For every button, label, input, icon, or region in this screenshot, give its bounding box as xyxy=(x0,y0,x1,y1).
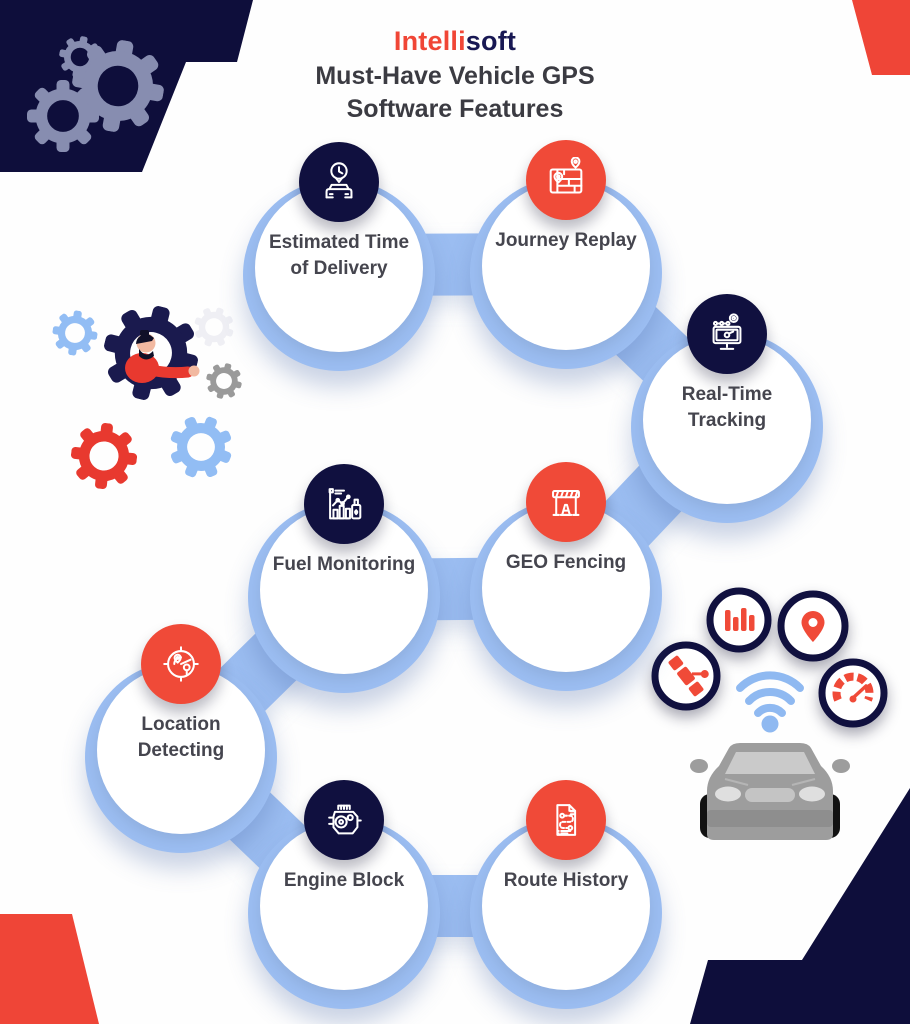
node-label: Engine Block xyxy=(283,870,405,891)
connected-icons xyxy=(651,587,888,733)
speedometer-icon xyxy=(818,658,888,728)
tracking-monitor-icon xyxy=(687,294,767,374)
journey-map-icon xyxy=(526,140,606,220)
node-label: Fuel Monitoring xyxy=(272,554,416,575)
node-label: GEO Fencing xyxy=(505,552,627,573)
node-label: Estimated Time of Delivery xyxy=(268,232,410,279)
fuel-chart-pump-icon xyxy=(304,464,384,544)
satellite-icon xyxy=(651,641,721,711)
logo-part-red: Intelli xyxy=(393,26,466,56)
logo-part-navy: soft xyxy=(465,26,517,56)
person-in-gear-illustration xyxy=(50,295,246,492)
route-document-icon xyxy=(526,780,606,860)
person-figure xyxy=(125,330,200,383)
eta-clock-car-icon xyxy=(299,142,379,222)
wifi-icon xyxy=(736,671,804,733)
node-label: Location Detecting xyxy=(137,714,225,761)
car-illustration xyxy=(690,743,850,840)
radar-location-icon xyxy=(141,624,221,704)
node-label: Real-Time Tracking xyxy=(681,384,773,431)
location-pin-icon xyxy=(777,590,849,662)
road-barrier-icon xyxy=(526,462,606,542)
intellisoft-logo: Intellisoft xyxy=(0,26,910,57)
node-label: Journey Replay xyxy=(495,230,637,251)
page-title: Must-Have Vehicle GPS Software Features xyxy=(315,62,595,123)
bar-chart-icon xyxy=(706,587,772,653)
engine-icon xyxy=(304,780,384,860)
node-label: Route History xyxy=(503,870,629,891)
